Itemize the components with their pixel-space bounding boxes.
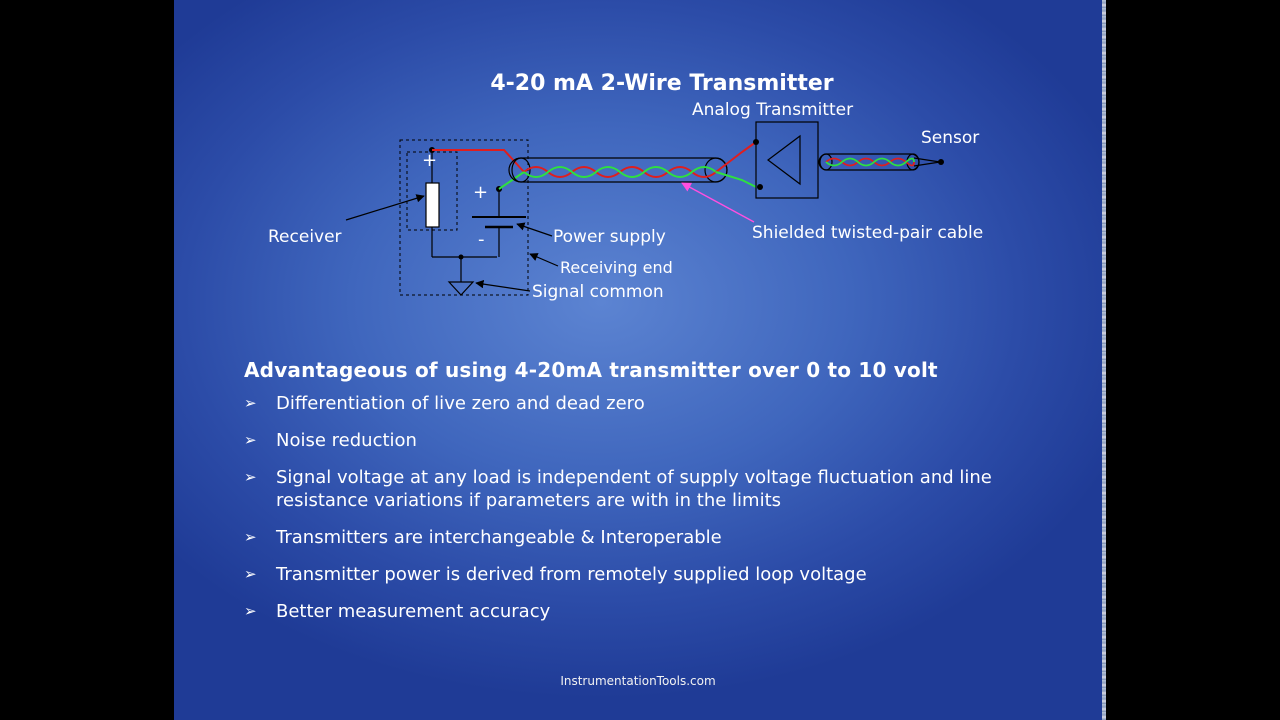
advantages-list: ➢ Differentiation of live zero and dead … (244, 392, 1064, 623)
receiving-end-boundary (399, 139, 529, 296)
receiver-label: Receiver (268, 227, 342, 247)
presentation-slide: 4-20 mA 2-Wire Transmitter + + - (174, 0, 1102, 720)
advantages-heading: Advantageous of using 4-20mA transmitter… (244, 358, 938, 382)
list-item-text: Transmitters are interchangeable & Inter… (276, 527, 722, 548)
sensor-cable (818, 153, 920, 171)
analog-transmitter-box (755, 121, 819, 199)
list-item-text: Better measurement accuracy (276, 601, 551, 622)
signal-common-pointer (475, 279, 531, 292)
receiver-pointer (345, 194, 425, 221)
sensor-label: Sensor (921, 128, 979, 148)
transmitter-wiring-diagram: 4-20 mA 2-Wire Transmitter + + - (268, 71, 983, 302)
list-item-text: Signal voltage at any load is independen… (276, 467, 992, 511)
sensor-cable-end-left (819, 153, 833, 171)
list-item-text: Differentiation of live zero and dead ze… (276, 393, 645, 414)
transmitter-node-top (753, 139, 759, 145)
list-item: ➢ Transmitter power is derived from remo… (244, 563, 1064, 586)
receiver-plus-sign: + (422, 150, 437, 171)
supply-minus-sign: - (478, 229, 485, 250)
arrow-bullet-icon: ➢ (244, 565, 257, 583)
list-item-text: Noise reduction (276, 430, 417, 451)
list-item: ➢ Transmitters are interchangeable & Int… (244, 526, 1064, 549)
slide-edge-strip (1102, 0, 1106, 720)
arrow-bullet-icon: ➢ (244, 394, 257, 412)
ground-symbol (447, 281, 475, 296)
red-signal-wire-receiver (432, 149, 525, 173)
advantages-section: Advantageous of using 4-20mA transmitter… (244, 356, 1064, 637)
list-item: ➢ Better measurement accuracy (244, 600, 1064, 623)
arrow-bullet-icon: ➢ (244, 468, 257, 486)
sensor-leads (913, 157, 941, 167)
shielded-cable-label: Shielded twisted-pair cable (752, 223, 983, 243)
cable-end-right (704, 157, 728, 183)
transmitter-node-bottom (757, 184, 763, 190)
receiving-end-pointer (529, 253, 559, 267)
arrow-bullet-icon: ➢ (244, 602, 257, 620)
shielded-cable-pointer (681, 182, 755, 223)
arrow-bullet-icon: ➢ (244, 528, 257, 546)
power-supply-pointer (516, 222, 553, 237)
sensor-tip (938, 159, 944, 165)
signal-common-label: Signal common (532, 282, 664, 302)
green-signal-wire-supply (498, 171, 525, 190)
analog-transmitter-label: Analog Transmitter (692, 100, 853, 120)
list-item: ➢ Differentiation of live zero and dead … (244, 392, 1064, 415)
receiver-resistor (425, 182, 440, 228)
red-wire-to-transmitter (715, 141, 757, 173)
slide-title: 4-20 mA 2-Wire Transmitter (490, 71, 833, 96)
receiving-end-label: Receiving end (560, 258, 673, 277)
slide-footer: InstrumentationTools.com (560, 674, 716, 688)
sensor-cable-end-right (906, 153, 920, 171)
transmitter-amplifier-symbol (767, 134, 801, 186)
arrow-bullet-icon: ➢ (244, 431, 257, 449)
list-item: ➢ Noise reduction (244, 429, 1064, 452)
green-wire-to-transmitter (715, 171, 757, 188)
cable-end-left (511, 157, 531, 183)
power-supply-label: Power supply (553, 227, 666, 247)
supply-plus-sign: + (473, 182, 488, 203)
sensor-twisted-green (825, 157, 915, 167)
ground-node (458, 254, 464, 260)
list-item-text: Transmitter power is derived from remote… (276, 564, 867, 585)
twisted-wire-green (523, 166, 717, 178)
list-item: ➢ Signal voltage at any load is independ… (244, 466, 1064, 512)
